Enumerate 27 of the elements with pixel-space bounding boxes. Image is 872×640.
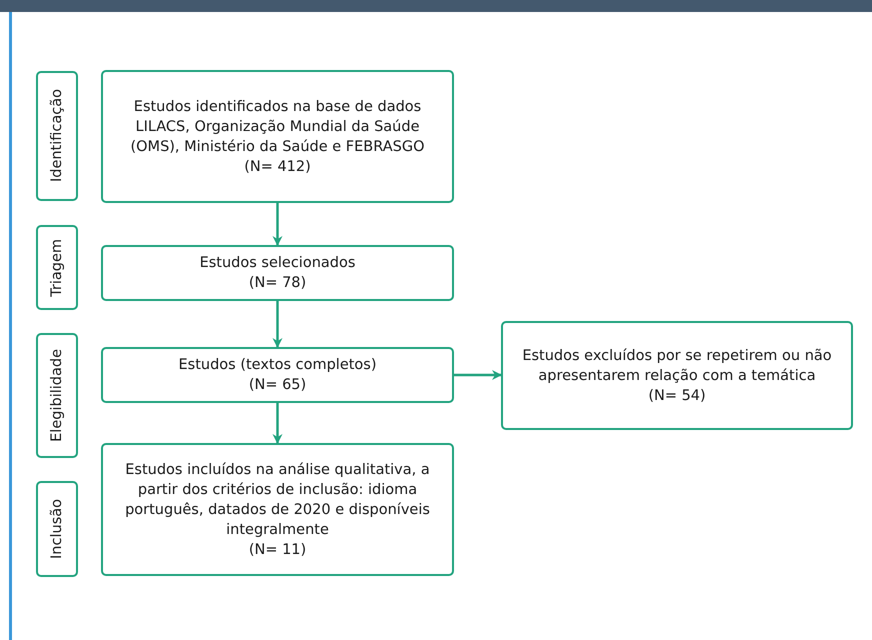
stage-label-box: [36, 481, 78, 577]
process-box: [101, 70, 454, 203]
count-text: (N= 54): [648, 386, 706, 406]
process-box: [101, 347, 454, 403]
arrow: [272, 203, 282, 246]
box-text: Estudos identificados na base de dados LILACS, Organização Mundial da Saúde (OMS), Ministério da Saúde e FEBRASGO: [129, 98, 426, 156]
stage-label-box: [36, 333, 78, 458]
box-text: Estudos excluídos por se repetirem ou não apresentarem relação com a temática: [521, 346, 833, 386]
box-text: Estudos selecionados: [200, 254, 356, 273]
stage-label: Identificação: [48, 89, 66, 183]
box-text: Estudos (textos completos): [178, 356, 377, 375]
count-text: (N= 412): [244, 158, 311, 176]
process-box: [501, 321, 853, 430]
process-box: [101, 443, 454, 576]
stage-label: Triagem: [48, 238, 66, 296]
stage-label-box: [36, 225, 78, 310]
stage-label-box: [36, 71, 78, 201]
count-text: (N= 65): [248, 376, 306, 395]
stage-label: Inclusão: [48, 499, 66, 559]
count-text: (N= 78): [248, 274, 306, 293]
arrow: [272, 301, 282, 348]
process-box: [101, 245, 454, 301]
count-text: (N= 11): [248, 540, 306, 560]
arrow: [454, 370, 502, 380]
arrow: [272, 403, 282, 444]
box-text: Estudos incluídos na análise qualitativa, a partir dos critérios de inclusão: idioma português, datados de 2020 e disponíveis integralmente: [124, 460, 431, 540]
stage-label: Elegibilidade: [48, 349, 66, 442]
